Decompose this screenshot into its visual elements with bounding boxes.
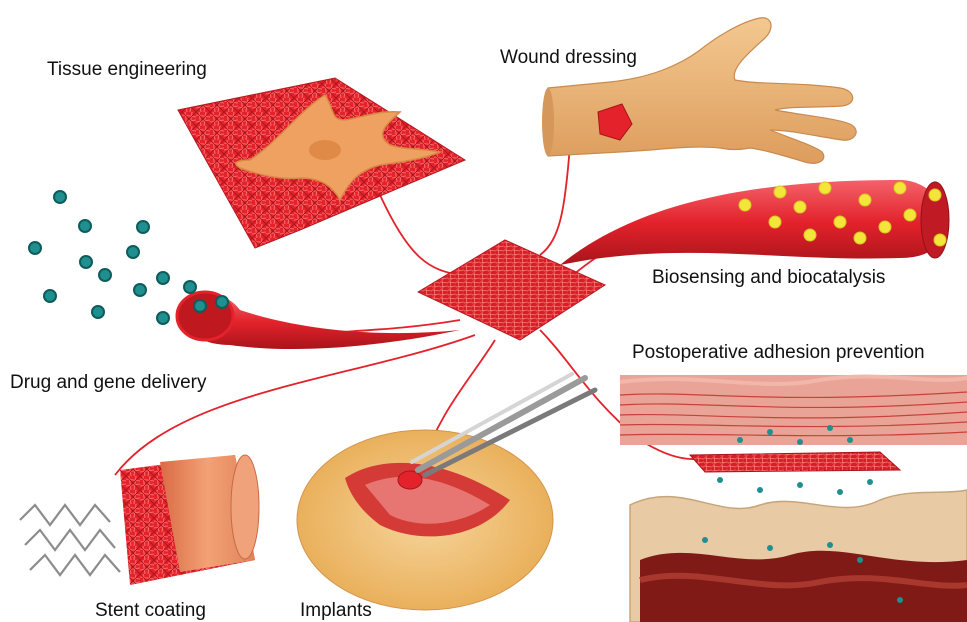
label-biosensing: Biosensing and biocatalysis <box>652 268 885 287</box>
biosensing-fiber-icon <box>560 180 949 265</box>
label-tissue-engineering: Tissue engineering <box>47 60 207 79</box>
label-wound-dressing: Wound dressing <box>500 48 637 67</box>
label-stent-coating: Stent coating <box>95 601 206 620</box>
stent-mesh-icon <box>20 505 120 575</box>
barrier-membrane-icon <box>690 452 900 472</box>
tissue-engineering-mat-icon <box>178 78 465 248</box>
label-implants: Implants <box>300 601 372 620</box>
label-drug-gene-delivery: Drug and gene delivery <box>10 373 206 392</box>
stent-coating-icon <box>20 455 259 585</box>
adhesion-prevention-scene <box>620 375 967 622</box>
label-adhesion-prevention: Postoperative adhesion prevention <box>632 343 925 362</box>
nanoparticle-icon <box>29 191 228 324</box>
hand-icon <box>542 18 856 163</box>
